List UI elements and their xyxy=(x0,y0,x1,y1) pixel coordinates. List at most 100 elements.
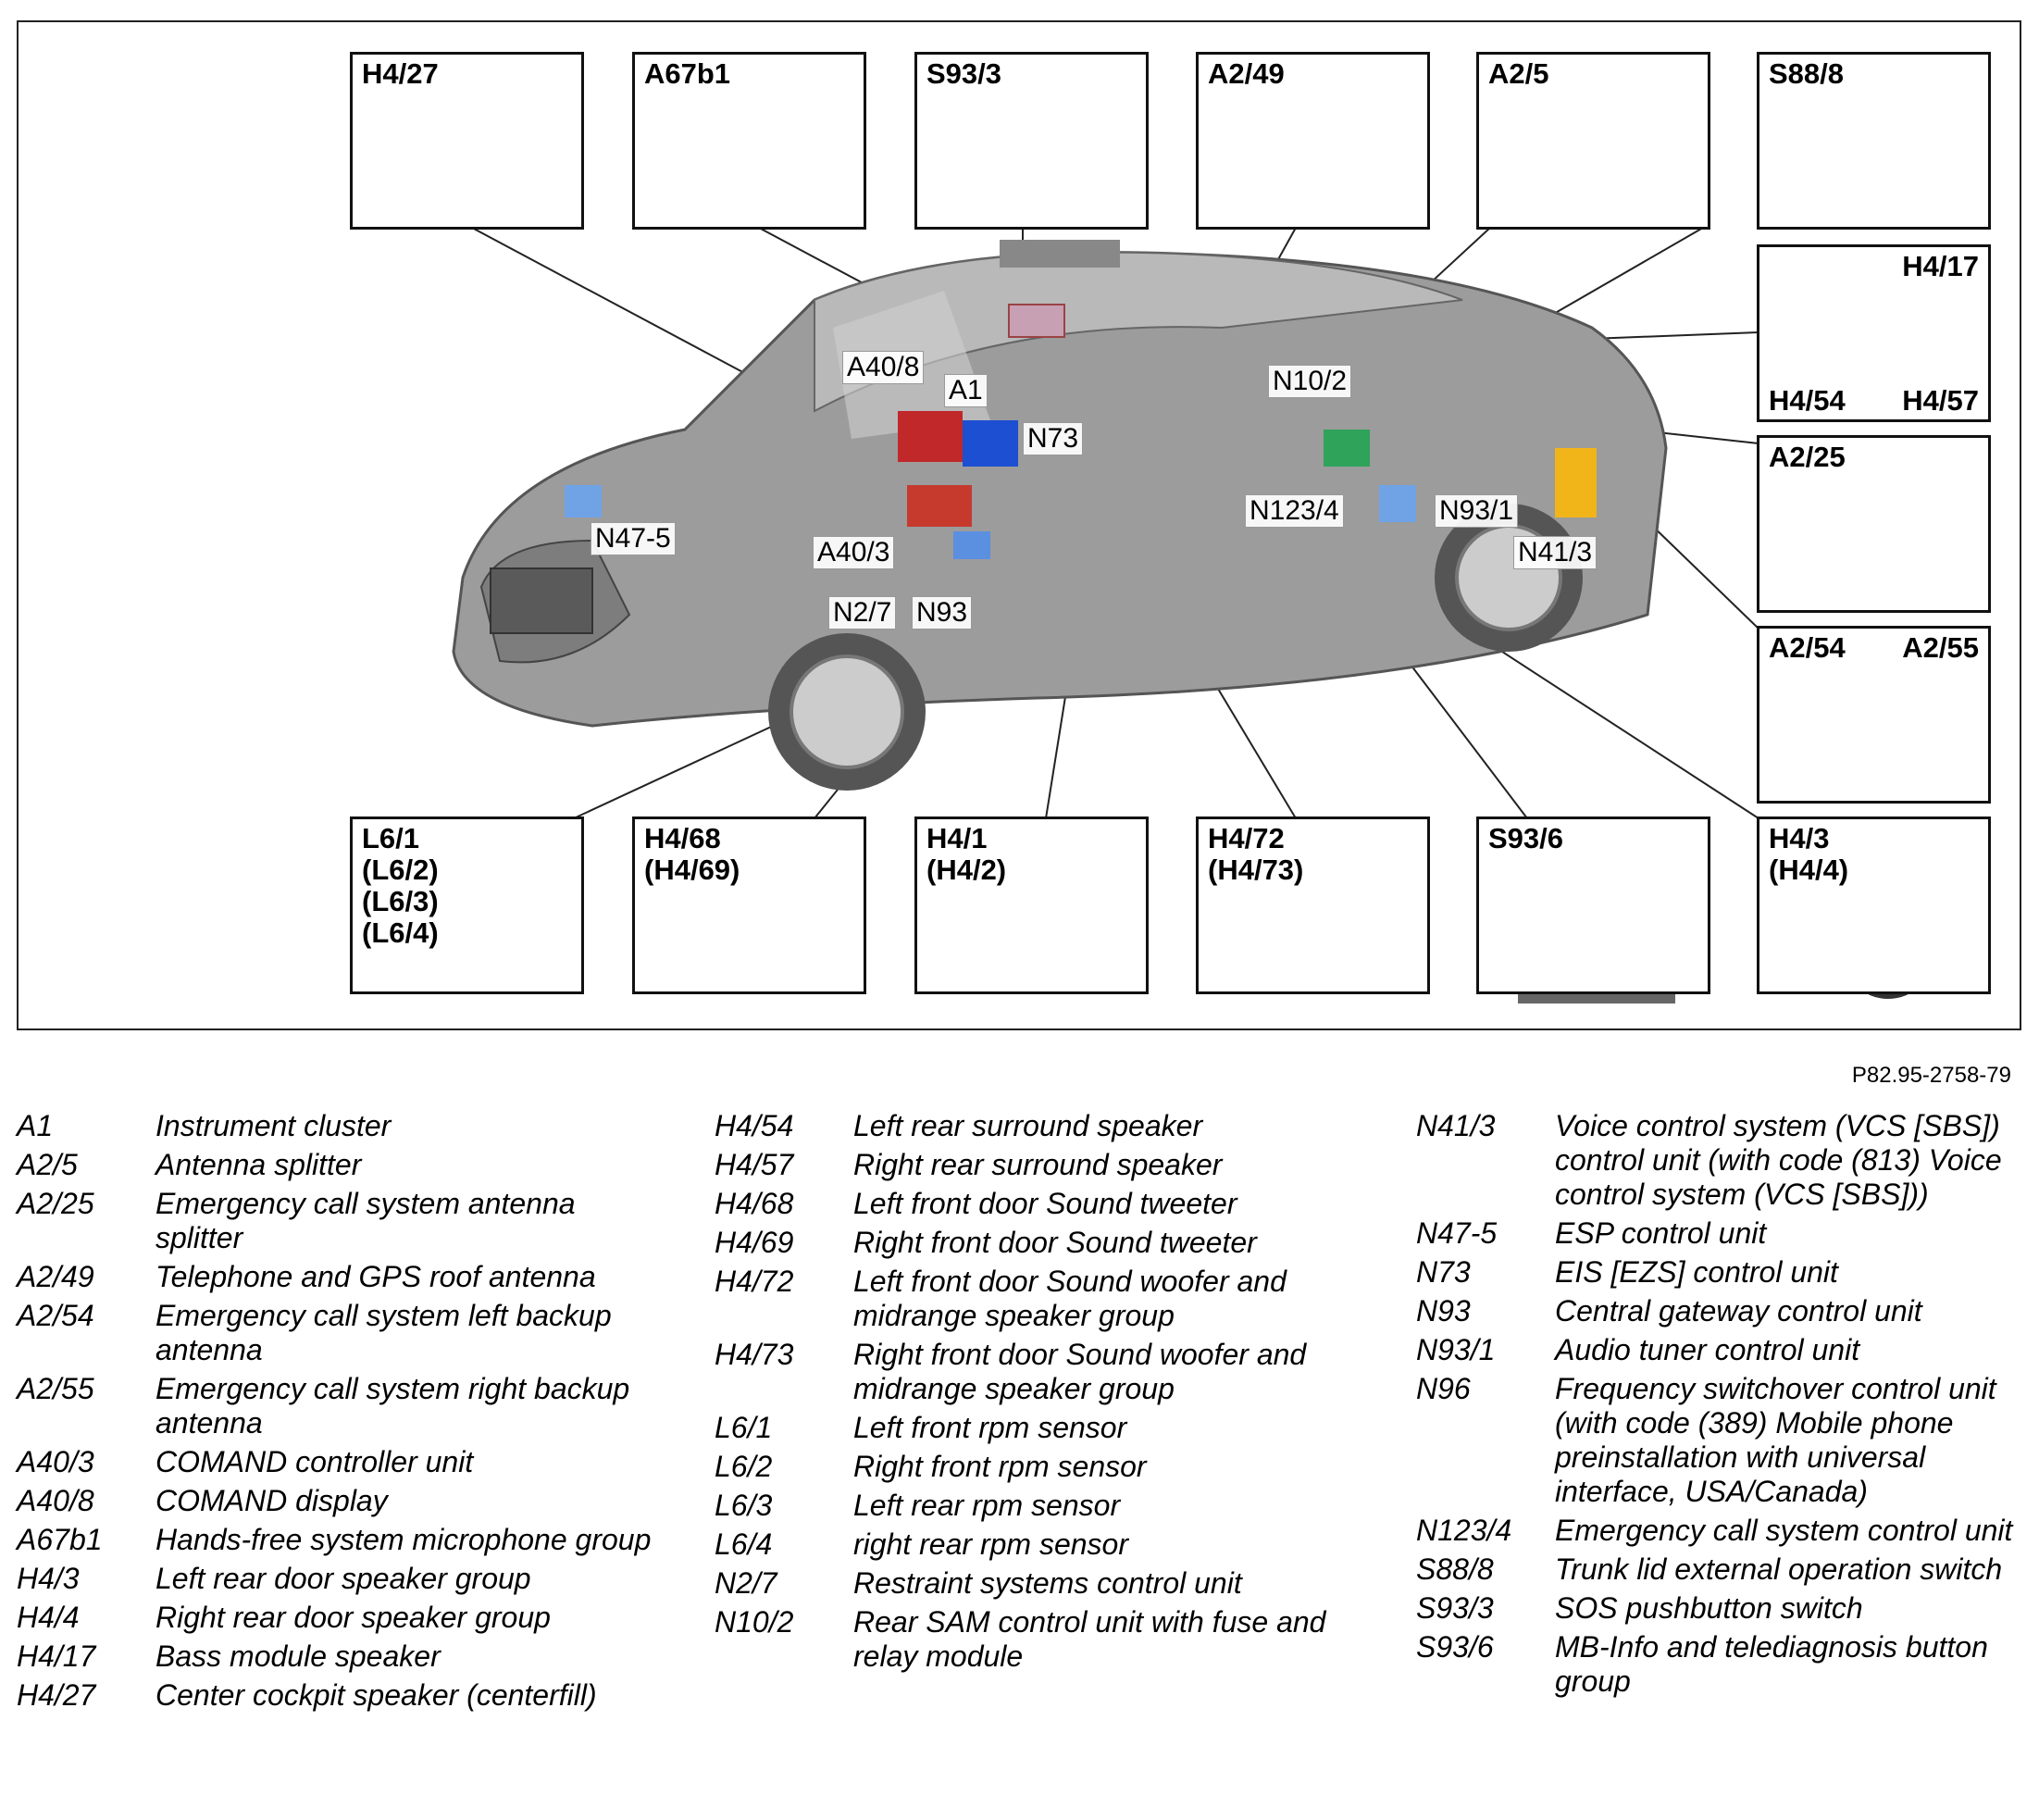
callout-a40-3: A40/3 xyxy=(813,536,895,569)
box-sublabel-right: H4/57 xyxy=(1902,384,1979,417)
legend-code: L6/3 xyxy=(715,1489,773,1522)
box-a2-54: A2/54 A2/55 xyxy=(1757,626,1991,804)
legend-code: N47-5 xyxy=(1416,1216,1498,1250)
callout-n123-4: N123/4 xyxy=(1245,494,1344,528)
box-label: H4/68 (H4/69) xyxy=(644,822,740,886)
legend-description: Emergency call system antenna splitter xyxy=(155,1187,576,1254)
legend-code: N2/7 xyxy=(715,1566,777,1600)
legend-description: Left front rpm sensor xyxy=(853,1411,1127,1444)
box-label: H4/3 (H4/4) xyxy=(1769,822,1849,886)
legend-description: Right front door Sound tweeter xyxy=(853,1226,1257,1259)
box-label: A2/49 xyxy=(1208,57,1285,90)
legend-row: H4/4 Right rear door speaker group xyxy=(17,1601,665,1635)
box-label: H4/72 (H4/73) xyxy=(1208,822,1304,886)
legend-code: S93/3 xyxy=(1416,1591,1494,1625)
legend-code: A2/55 xyxy=(17,1372,94,1405)
car-body xyxy=(452,240,1668,791)
legend-description: Telephone and GPS roof antenna xyxy=(155,1260,596,1293)
box-s88-8: S88/8 xyxy=(1757,52,1991,230)
legend-code: A2/5 xyxy=(17,1148,78,1181)
legend-row: L6/4 right rear rpm sensor xyxy=(715,1527,1381,1562)
legend-code: L6/2 xyxy=(715,1450,773,1483)
legend-row: H4/72 Left front door Sound woofer and mi… xyxy=(715,1265,1381,1333)
callout-n93: N93 xyxy=(912,596,973,630)
legend-description: Frequency switchover control unit (with … xyxy=(1555,1372,1996,1508)
box-label: A67b1 xyxy=(644,57,731,90)
legend-code: A40/3 xyxy=(17,1445,94,1478)
legend-code: H4/27 xyxy=(17,1678,96,1712)
legend-row: A2/25 Emergency call system antenna split… xyxy=(17,1187,665,1255)
box-label: L6/1 (L6/2) (L6/3) (L6/4) xyxy=(362,822,439,949)
legend-description: Bass module speaker xyxy=(155,1639,441,1673)
legend-description: Left front door Sound woofer and midrang… xyxy=(853,1265,1287,1332)
legend-code: H4/3 xyxy=(17,1562,80,1595)
legend-code: A2/49 xyxy=(17,1260,94,1293)
legend-code: A2/25 xyxy=(17,1187,94,1220)
box-l6-1: L6/1 (L6/2) (L6/3) (L6/4) xyxy=(350,817,584,994)
legend-description: Emergency call system control unit xyxy=(1555,1514,2013,1547)
box-sublabel-left: H4/54 xyxy=(1769,384,1846,417)
box-s93-3: S93/3 xyxy=(914,52,1149,230)
callout-n93-1: N93/1 xyxy=(1435,494,1519,528)
legend-code: L6/1 xyxy=(715,1411,773,1444)
box-h4-3: H4/3 (H4/4) xyxy=(1757,817,1991,994)
callout-n73: N73 xyxy=(1023,422,1084,455)
legend-code: H4/73 xyxy=(715,1338,794,1371)
legend-description: Right rear surround speaker xyxy=(853,1148,1223,1181)
box-label: H4/27 xyxy=(362,57,439,90)
box-h4-68: H4/68 (H4/69) xyxy=(632,817,866,994)
legend-code: A40/8 xyxy=(17,1484,94,1517)
legend-code: N96 xyxy=(1416,1372,1471,1405)
legend-code: N123/4 xyxy=(1416,1514,1512,1547)
legend-description: right rear rpm sensor xyxy=(853,1527,1128,1561)
legend-row: A2/49 Telephone and GPS roof antenna xyxy=(17,1260,665,1294)
legend-description: ESP control unit xyxy=(1555,1216,1767,1250)
box-a67b1: A67b1 xyxy=(632,52,866,230)
diagram-figure: H4/27 A67b1 S93/3 A2/49 A2/5 S88/8 H4/17… xyxy=(17,20,2021,1030)
legend-code: H4/72 xyxy=(715,1265,794,1298)
box-a2-5: A2/5 xyxy=(1476,52,1710,230)
legend-code: N73 xyxy=(1416,1255,1471,1289)
legend-description: Voice control system (VCS [SBS]) control… xyxy=(1555,1109,2002,1211)
legend-description: COMAND controller unit xyxy=(155,1445,474,1478)
legend-code: H4/4 xyxy=(17,1601,80,1634)
legend-code: H4/68 xyxy=(715,1187,794,1220)
legend-row: L6/1 Left front rpm sensor xyxy=(715,1411,1381,1445)
box-label: H4/17 xyxy=(1902,250,1979,282)
legend-code: N41/3 xyxy=(1416,1109,1496,1142)
box-a2-25: A2/25 xyxy=(1757,435,1991,613)
legend-code: L6/4 xyxy=(715,1527,773,1561)
legend-description: Instrument cluster xyxy=(155,1109,392,1142)
legend-description: Trunk lid external operation switch xyxy=(1555,1552,2003,1586)
callout-n41-3: N41/3 xyxy=(1513,536,1598,569)
legend-code: S93/6 xyxy=(1416,1630,1494,1664)
legend-row: N47-5 ESP control unit xyxy=(1416,1216,2027,1251)
legend-row: N96 Frequency switchover control unit (wi… xyxy=(1416,1372,2027,1509)
box-s93-6: S93/6 xyxy=(1476,817,1710,994)
legend-code: H4/54 xyxy=(715,1109,794,1142)
legend-column-3: N41/3 Voice control system (VCS [SBS]) co… xyxy=(1416,1109,2027,1703)
legend-code: S88/8 xyxy=(1416,1552,1494,1586)
legend-code: A2/54 xyxy=(17,1299,94,1332)
legend-description: Left rear surround speaker xyxy=(853,1109,1203,1142)
box-label: A2/5 xyxy=(1488,57,1549,90)
box-label-right: A2/55 xyxy=(1902,631,1979,664)
callout-n47-5: N47-5 xyxy=(591,522,676,555)
legend-row: N123/4 Emergency call system control unit xyxy=(1416,1514,2027,1548)
legend-description: Right rear door speaker group xyxy=(155,1601,551,1634)
